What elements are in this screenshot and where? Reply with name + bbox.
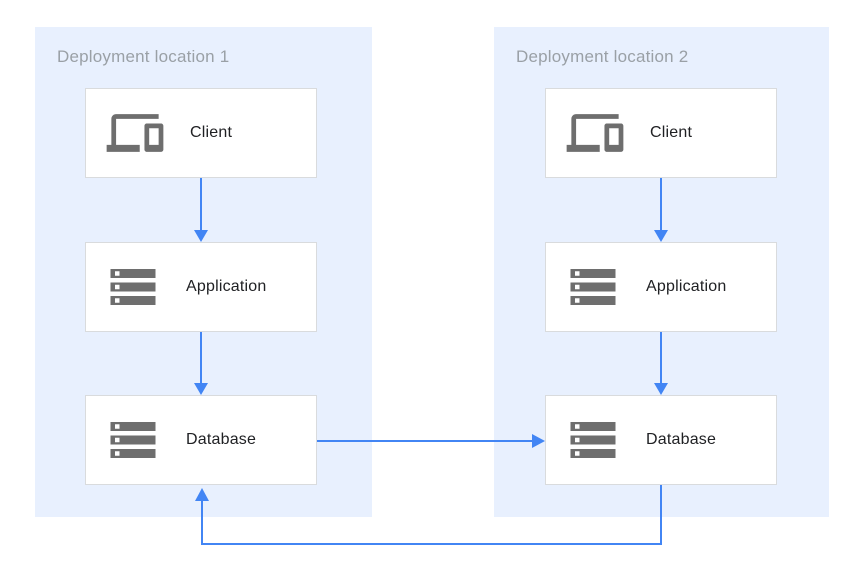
- node-database-2: Database: [545, 395, 777, 485]
- devices-icon: [106, 107, 164, 159]
- server-stack-icon: [106, 413, 160, 467]
- node-application-1: Application: [85, 242, 317, 332]
- node-label: Database: [646, 431, 717, 448]
- server-stack-icon: [566, 413, 620, 467]
- server-stack-icon: [566, 260, 620, 314]
- panel-title-1: Deployment location 1: [57, 47, 230, 66]
- node-application-2: Application: [545, 242, 777, 332]
- node-label: Application: [646, 278, 727, 295]
- devices-icon: [566, 107, 624, 159]
- node-label: Client: [650, 124, 693, 141]
- panel-title-2: Deployment location 2: [516, 47, 689, 66]
- node-label: Client: [190, 124, 233, 141]
- node-label: Database: [186, 431, 257, 448]
- node-client-1: Client: [85, 88, 317, 178]
- node-client-2: Client: [545, 88, 777, 178]
- node-label: Application: [186, 278, 267, 295]
- server-stack-icon: [106, 260, 160, 314]
- node-database-1: Database: [85, 395, 317, 485]
